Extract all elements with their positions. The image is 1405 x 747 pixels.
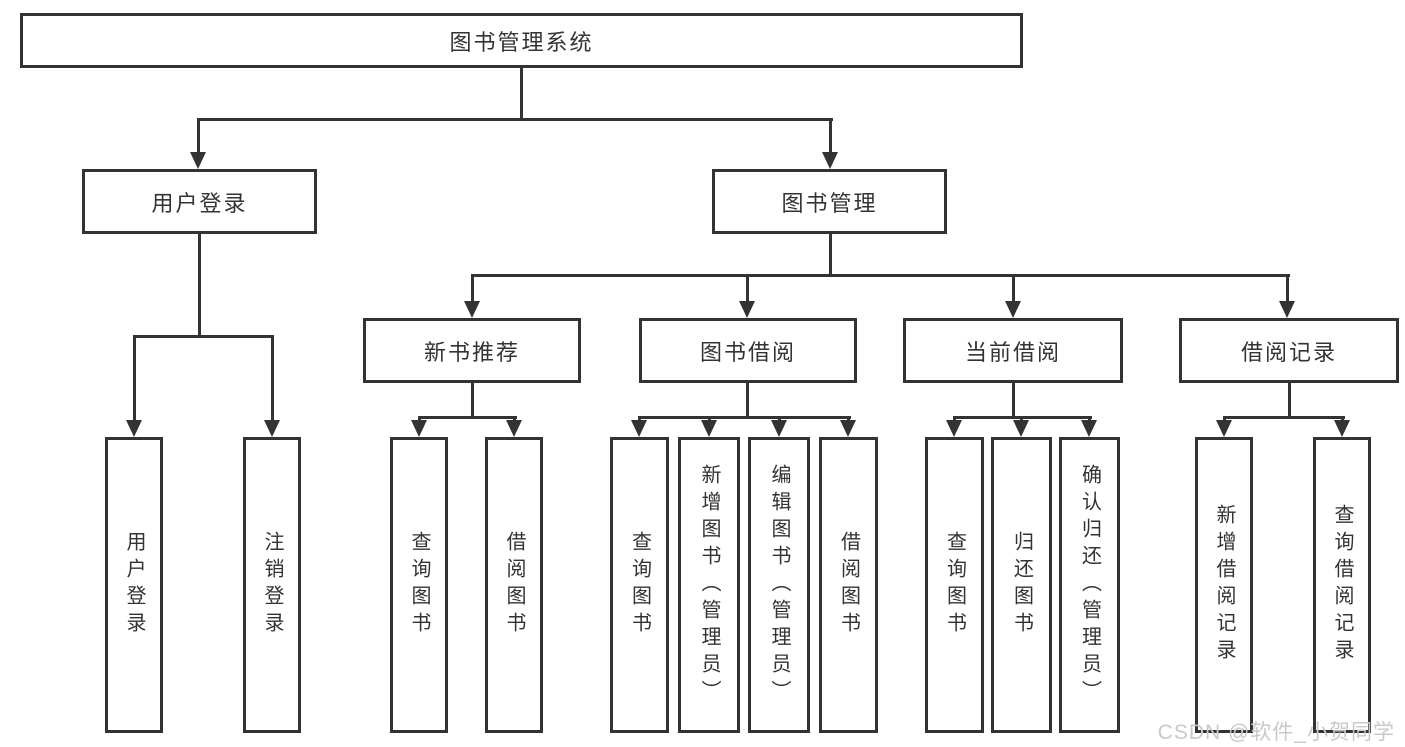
leaf-query-books-current: 查询图书 (925, 437, 984, 733)
connector-level3-rail (471, 274, 1290, 277)
leaf-label: 确认归还（管理员） (1078, 463, 1101, 707)
connector-stem (746, 383, 749, 419)
arrow-down-icon (411, 420, 427, 437)
arrow-down-icon (739, 301, 755, 318)
node-book-management: 图书管理 (712, 169, 947, 234)
arrow-down-icon (506, 420, 522, 437)
arrow-down-icon (822, 152, 838, 169)
connector-rail (418, 416, 517, 419)
arrow-down-icon (1334, 420, 1350, 437)
node-new-book-recommendation: 新书推荐 (363, 318, 581, 383)
node-current-borrowing: 当前借阅 (903, 318, 1123, 383)
leaf-logout: 注销登录 (243, 437, 301, 733)
arrow-down-icon (1081, 420, 1097, 437)
leaf-label: 借阅图书 (503, 531, 525, 639)
node-label: 新书推荐 (423, 339, 520, 365)
connector-drop (1286, 274, 1289, 304)
node-label: 借阅记录 (1240, 339, 1337, 365)
node-label: 当前借阅 (964, 339, 1061, 365)
arrow-down-icon (1005, 301, 1021, 318)
leaf-borrow-books-recommend: 借阅图书 (485, 437, 543, 733)
leaf-edit-book-admin: 编辑图书（管理员） (748, 437, 810, 733)
arrow-down-icon (1013, 420, 1029, 437)
node-label: 图书管理系统 (449, 29, 594, 55)
arrow-down-icon (946, 420, 962, 437)
connector-drop (829, 118, 832, 154)
leaf-query-books-borrowing: 查询图书 (610, 437, 669, 733)
arrow-down-icon (264, 420, 280, 437)
connector-drop (1012, 274, 1015, 304)
node-label: 用户登录 (151, 190, 248, 216)
arrow-down-icon (771, 420, 787, 437)
watermark: CSDN @软件_小贺同学 (1157, 721, 1395, 744)
leaf-borrow-books-borrowing: 借阅图书 (819, 437, 878, 733)
connector-drop (471, 274, 474, 304)
leaf-add-book-admin: 新增图书（管理员） (678, 437, 740, 733)
leaf-label: 新增图书（管理员） (698, 463, 720, 707)
arrow-down-icon (840, 420, 856, 437)
connector-rail (1223, 416, 1345, 419)
arrow-down-icon (631, 420, 647, 437)
arrow-down-icon (126, 420, 142, 437)
leaf-user-login: 用户登录 (105, 437, 163, 733)
leaf-label: 查询图书 (408, 531, 430, 639)
connector-stem (1012, 383, 1015, 419)
arrow-down-icon (1216, 420, 1232, 437)
arrow-down-icon (190, 152, 206, 169)
connector-stem (1288, 383, 1291, 419)
node-book-borrowing: 图书借阅 (639, 318, 857, 383)
connector-rail (638, 416, 851, 419)
connector-book-management-stem (829, 234, 832, 277)
connector-user-login-stem (198, 234, 201, 338)
arrow-down-icon (1279, 301, 1295, 318)
connector-drop (197, 118, 200, 154)
leaf-add-borrow-record: 新增借阅记录 (1195, 437, 1253, 733)
leaf-label: 查询图书 (628, 531, 651, 639)
leaf-return-book: 归还图书 (991, 437, 1052, 733)
leaf-label: 归还图书 (1010, 531, 1033, 639)
connector-drop (133, 335, 136, 422)
node-borrowing-records: 借阅记录 (1179, 318, 1399, 383)
leaf-label: 用户登录 (123, 531, 145, 639)
connector-level2-rail (197, 118, 833, 121)
leaf-label: 新增借阅记录 (1213, 504, 1235, 666)
arrow-down-icon (701, 420, 717, 437)
node-label: 图书管理 (781, 190, 878, 216)
connector-drop (746, 274, 749, 304)
leaf-label: 注销登录 (261, 531, 283, 639)
node-label: 图书借阅 (699, 339, 796, 365)
leaf-label: 借阅图书 (837, 531, 860, 639)
leaf-label: 查询借阅记录 (1331, 504, 1353, 666)
connector-drop (271, 335, 274, 422)
node-library-system: 图书管理系统 (20, 13, 1023, 68)
connector-stem (471, 383, 474, 419)
leaf-query-borrow-record: 查询借阅记录 (1313, 437, 1371, 733)
arrow-down-icon (464, 301, 480, 318)
node-user-login: 用户登录 (82, 169, 317, 234)
connector-user-login-rail (133, 335, 274, 338)
leaf-confirm-return-admin: 确认归还（管理员） (1059, 437, 1120, 733)
connector-root-stem (520, 66, 523, 121)
leaf-label: 查询图书 (943, 531, 966, 639)
leaf-query-books-recommend: 查询图书 (390, 437, 448, 733)
leaf-label: 编辑图书（管理员） (768, 463, 790, 707)
